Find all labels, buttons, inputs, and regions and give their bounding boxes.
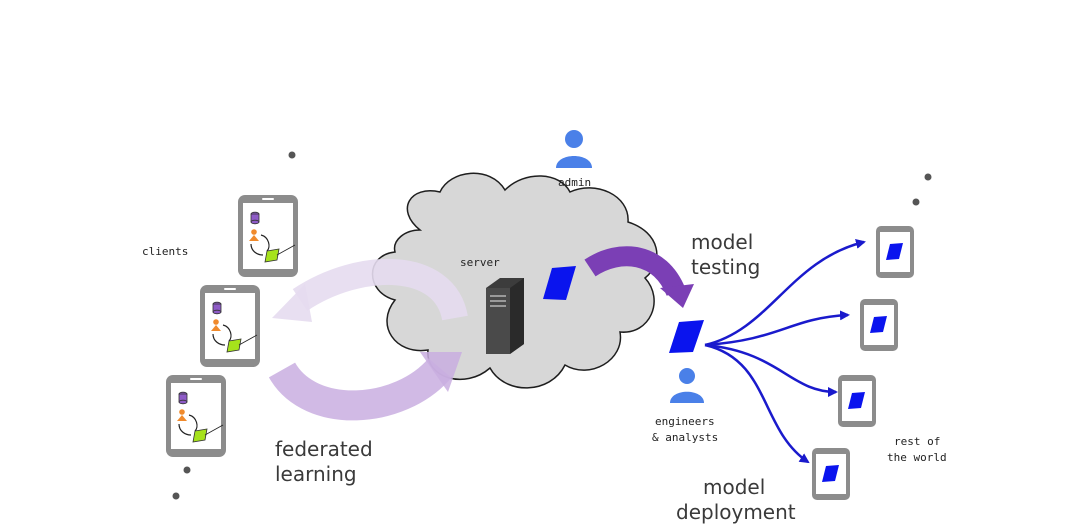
model-testing-label-line2: testing (691, 255, 760, 279)
federated-learning-label-line1: federated (275, 437, 373, 461)
model-parallelogram-icon (543, 266, 576, 300)
decorative-dots (172, 151, 932, 500)
federated-upload-arrow (268, 352, 462, 421)
rest-of-world-label-line2: the world (887, 451, 947, 464)
federated-return-arrow (272, 258, 468, 322)
server-rack-icon (486, 278, 524, 354)
dot (924, 173, 932, 181)
server-label: server (460, 256, 500, 269)
model-parallelogram-icon (669, 320, 704, 353)
model-deployment-label-line1: model (703, 475, 765, 499)
world-phone (812, 448, 850, 500)
admin-label: admin (558, 176, 591, 189)
world-phone (860, 299, 898, 351)
world-phone (838, 375, 876, 427)
admin-person-icon (556, 130, 592, 168)
world-phone (876, 226, 914, 278)
federated-learning-label-line2: learning (275, 462, 357, 486)
model-deployment-label-line2: deployment (676, 500, 796, 524)
dot (912, 198, 920, 206)
dot (288, 151, 296, 159)
deployment-arrows (704, 239, 866, 464)
engineers-label-line1: engineers (655, 415, 715, 428)
client-phone (238, 195, 298, 277)
engineers-person-icon (670, 368, 704, 403)
engineers-label-line2: & analysts (652, 431, 718, 444)
client-phone (200, 285, 260, 367)
model-testing-label-line1: model (691, 230, 753, 254)
dot (183, 466, 191, 474)
clients-label: clients (142, 245, 188, 258)
dot (172, 492, 180, 500)
model-testing-arrow (584, 246, 694, 308)
client-phone (166, 375, 226, 457)
rest-of-world-label-line1: rest of (894, 435, 940, 448)
